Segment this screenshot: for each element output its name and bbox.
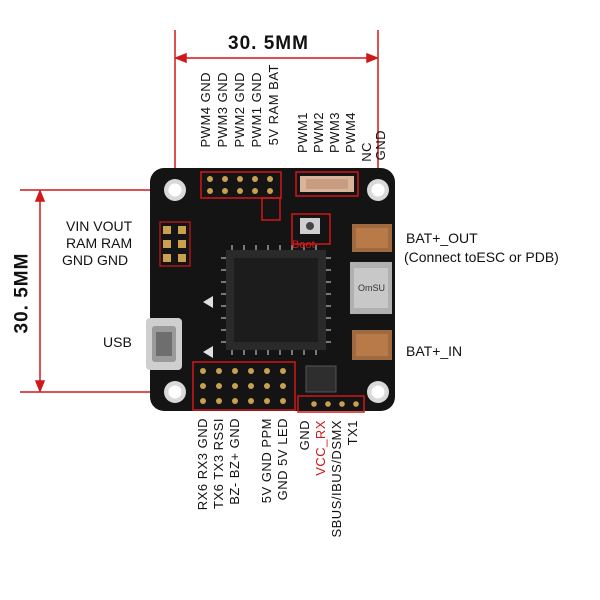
left-label-vin-vout: VIN VOUT xyxy=(66,218,133,234)
bottom-label-vcc-rx: VCC_RX xyxy=(313,420,328,476)
top-label-pwm3: PWM3 xyxy=(327,112,342,153)
bat-in-pad xyxy=(352,330,392,360)
receiver-connector xyxy=(297,395,365,413)
boot-label: Boot xyxy=(292,239,315,251)
current-sensor xyxy=(350,262,392,314)
mount-hole-top-right xyxy=(367,179,389,201)
bottom-label-tx6-tx3-rssi: TX6 TX3 RSSI xyxy=(211,418,226,510)
imu-chip xyxy=(305,365,337,393)
mount-hole-top-left xyxy=(164,179,186,201)
bottom-label-rx6-rx3-gnd: RX6 RX3 GND xyxy=(195,418,210,511)
width-dimension-line xyxy=(173,30,380,180)
bat-out-label: BAT+_OUT xyxy=(406,230,478,246)
top-label-nc: NC xyxy=(359,142,374,162)
flight-controller-board xyxy=(146,168,395,413)
bottom-label-5v-gnd-ppm: 5V GND PPM xyxy=(259,418,274,504)
bottom-label-sbus-ibus-dsmx: SBUS/IBUS/DSMX xyxy=(329,420,344,538)
bottom-label-gnd-5v-led: GND 5V LED xyxy=(275,418,290,501)
bottom-label-gnd: GND xyxy=(297,420,312,451)
usb-port xyxy=(146,318,182,370)
top-label-5v-ram-bat: 5V RAM BAT xyxy=(266,64,281,146)
height-dimension-label: 30. 5MM xyxy=(11,252,33,334)
voltage-jumpers xyxy=(159,221,191,267)
top-label-pwm2: PWM2 xyxy=(311,112,326,153)
top-label-gnd: GND xyxy=(373,130,388,161)
direction-arrow-lower xyxy=(203,346,213,358)
pwm-connector xyxy=(295,171,359,197)
bat-in-label: BAT+_IN xyxy=(406,343,463,359)
top-label-pwm3-gnd: PWM3 GND xyxy=(215,72,230,148)
top-label-pwm2-gnd: PWM2 GND xyxy=(232,72,247,148)
left-label-gnd-gnd: GND GND xyxy=(62,252,129,268)
left-label-ram-ram: RAM RAM xyxy=(66,235,133,251)
uart-pin-header xyxy=(192,361,296,411)
pwm-pin-header xyxy=(200,171,282,221)
mount-hole-bottom-left xyxy=(164,381,186,403)
usb-label: USB xyxy=(103,334,132,350)
direction-arrow-upper xyxy=(203,296,213,308)
boot-button xyxy=(291,213,331,245)
bottom-label-bz-bz-gnd: BZ- BZ+ GND xyxy=(227,418,242,505)
width-dimension-label: 30. 5MM xyxy=(228,33,309,54)
bat-out-note: (Connect toESC or PDB) xyxy=(404,249,559,265)
top-label-pwm1-gnd: PWM1 GND xyxy=(249,72,264,148)
top-label-pwm4-gnd: PWM4 GND xyxy=(198,72,213,148)
height-dimension-line xyxy=(20,188,172,394)
bottom-label-tx1: TX1 xyxy=(345,420,360,446)
chip-marking: OmSU xyxy=(358,283,385,293)
top-label-pwm1: PWM1 xyxy=(295,112,310,153)
top-label-pwm4: PWM4 xyxy=(343,112,358,153)
bat-out-pad xyxy=(352,224,392,252)
mount-hole-bottom-right xyxy=(367,381,389,403)
mcu-chip xyxy=(221,245,331,355)
